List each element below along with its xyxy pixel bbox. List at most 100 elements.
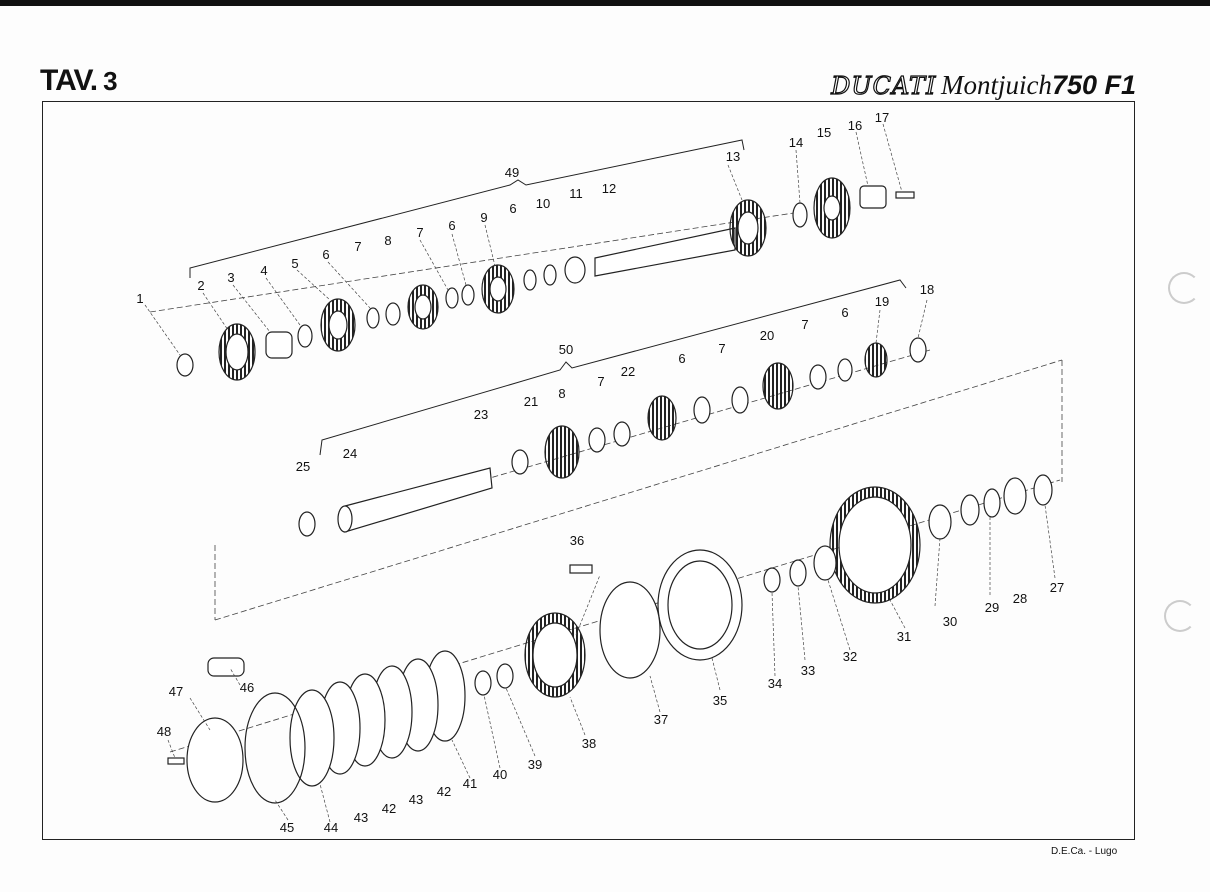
plate-number: 3	[103, 66, 118, 96]
mainshaft-assembly	[176, 177, 915, 381]
clutch-assembly	[167, 474, 1053, 804]
callout-8a: 8	[384, 233, 391, 248]
part-bushing-34	[763, 567, 781, 593]
part-bearing-28	[1003, 477, 1027, 515]
callout-13: 13	[726, 149, 740, 164]
part-shaft-12	[594, 227, 736, 277]
callout-50: 50	[559, 342, 573, 357]
callout-6a: 6	[322, 247, 329, 262]
diagram-frame	[42, 101, 1135, 840]
callout-34: 34	[768, 676, 782, 691]
callout-7e: 7	[597, 374, 604, 389]
callout-35: 35	[713, 693, 727, 708]
binder-hole-upper	[1168, 272, 1200, 304]
part-washer-29a	[983, 488, 1001, 518]
callout-31: 31	[897, 629, 911, 644]
callout-7d: 7	[718, 341, 725, 356]
callout-41: 41	[463, 776, 477, 791]
callout-47: 47	[169, 684, 183, 699]
callout-49: 49	[505, 165, 519, 180]
callout-8b: 8	[558, 386, 565, 401]
binder-hole-lower	[1164, 600, 1196, 632]
callout-10: 10	[536, 196, 550, 211]
leader-lines	[144, 123, 1056, 823]
callout-48: 48	[157, 724, 171, 739]
callout-labels: 1 2 3 4 5 6 7 8 7 6 9 6 10 11 12 13 14 1…	[136, 110, 1064, 835]
callout-6b: 6	[448, 218, 455, 233]
part-circlip-7	[385, 302, 401, 326]
callout-15: 15	[817, 125, 831, 140]
scan-top-edge	[0, 0, 1210, 6]
callout-46: 46	[240, 680, 254, 695]
part-gear-9-hub	[489, 276, 507, 302]
part-washer-8b	[588, 427, 606, 453]
callout-25: 25	[296, 459, 310, 474]
callout-1: 1	[136, 291, 143, 306]
callout-12: 12	[602, 181, 616, 196]
part-bearing-30	[928, 504, 952, 540]
part-gear-19	[864, 342, 888, 378]
part-gear-22	[647, 395, 677, 441]
callout-36: 36	[570, 533, 584, 548]
part-gear-20	[762, 362, 794, 410]
part-gear-13-hub	[737, 211, 759, 245]
part-washer-6	[366, 307, 380, 329]
callout-6d: 6	[841, 305, 848, 320]
callout-2: 2	[197, 278, 204, 293]
callout-24: 24	[343, 446, 357, 461]
part-spacer-33	[789, 559, 807, 587]
group-brackets	[189, 139, 907, 456]
part-washer-23	[511, 449, 529, 475]
part-bearing-32	[813, 545, 837, 581]
callout-9: 9	[480, 210, 487, 225]
part-circlip-7c	[809, 364, 827, 390]
part-washer-6e	[693, 396, 711, 424]
callout-16: 16	[848, 118, 862, 133]
callout-27: 27	[1050, 580, 1064, 595]
part-ring-27	[1033, 474, 1053, 506]
part-washer-18	[909, 337, 927, 363]
part-screw-17	[895, 191, 915, 199]
part-layshaft-24-end	[337, 505, 353, 533]
part-washer-6d	[837, 358, 853, 382]
callout-6c: 6	[509, 201, 516, 216]
part-seal-14	[792, 202, 808, 228]
callout-28: 28	[1013, 591, 1027, 606]
model-version: 750 F1	[1051, 70, 1136, 100]
part-sprocket-15-hub	[823, 195, 841, 221]
part-clutch-basket-35-inner	[667, 560, 733, 650]
callout-43a: 43	[409, 792, 423, 807]
callout-37: 37	[654, 712, 668, 727]
part-circlip-7e	[613, 421, 631, 447]
part-circlip-10	[543, 264, 557, 286]
part-spring-plate-47	[186, 717, 244, 803]
part-layshaft-24	[344, 467, 493, 533]
part-bearing-11	[564, 256, 586, 284]
part-washer-6c	[523, 269, 537, 291]
part-spring-ring-45	[244, 692, 306, 804]
callout-20: 20	[760, 328, 774, 343]
callout-22: 22	[621, 364, 635, 379]
callout-32: 32	[843, 649, 857, 664]
part-washer-39	[496, 663, 514, 689]
footer-credit: D.E.Ca. - Lugo	[1051, 846, 1118, 857]
callout-11: 11	[569, 186, 583, 201]
callout-33: 33	[801, 663, 815, 678]
part-washer-1	[176, 353, 194, 377]
callout-29: 29	[985, 600, 999, 615]
callout-21: 21	[524, 394, 538, 409]
callout-43b: 43	[354, 810, 368, 825]
callout-40: 40	[493, 767, 507, 782]
brand-title: DUCATI Montjuich750 F1	[831, 70, 1136, 101]
callout-42b: 42	[382, 801, 396, 816]
part-bolt-36	[569, 564, 593, 574]
callout-17: 17	[875, 110, 889, 125]
part-primary-gear-31-face	[838, 496, 912, 594]
layshaft-assembly	[298, 337, 927, 537]
part-circlip-7d	[731, 386, 749, 414]
part-springs-46	[207, 657, 245, 677]
part-gear-2-hub	[225, 333, 249, 371]
callout-3: 3	[227, 270, 234, 285]
part-gear-21	[544, 425, 580, 479]
